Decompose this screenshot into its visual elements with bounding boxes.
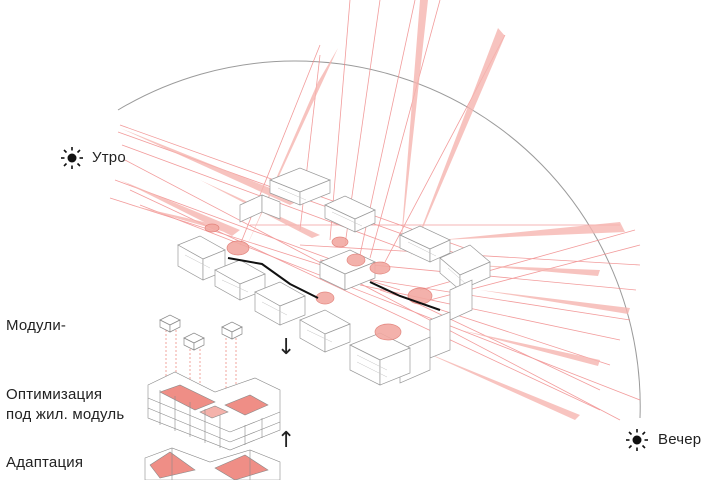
arrow-up-icon: ↑ (277, 428, 296, 453)
sun-ray-wedges (120, 0, 630, 420)
optimization-block (147, 371, 281, 451)
adaptation-block (144, 447, 281, 480)
adaptation-label: Адаптация (6, 454, 84, 471)
sun-icon (61, 147, 83, 169)
block-grid (184, 187, 467, 378)
arrow-down-icon: ↓ (277, 335, 296, 360)
building-blocks (177, 167, 491, 386)
evening-label: Вечер (658, 431, 702, 448)
sun-icon (626, 429, 648, 451)
optimization-label-line2: под жил. модуль (6, 406, 125, 423)
modules-label: Модули- (6, 317, 67, 334)
optimization-label-line1: Оптимизация (6, 386, 103, 403)
morning-label: Утро (92, 149, 126, 166)
site-path (227, 257, 441, 311)
module-cubes (159, 314, 243, 351)
